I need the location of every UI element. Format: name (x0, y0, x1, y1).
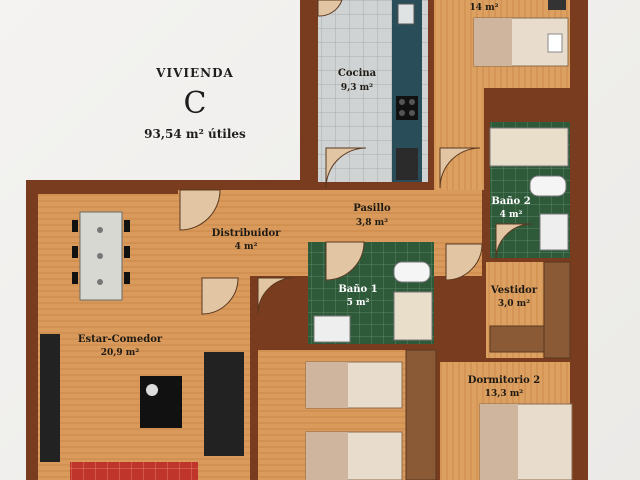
label-cocina: Cocina (338, 68, 377, 79)
label-bano1-area: 5 m² (347, 298, 370, 308)
label-pasillo: Pasillo (353, 203, 391, 214)
label-distribuidor: Distribuidor (212, 228, 282, 239)
label-vestidor-area: 3,0 m² (498, 299, 530, 309)
wardrobe-vestidor (543, 261, 571, 359)
label-vestidor: Vestidor (490, 285, 538, 296)
label-estar-area: 20,9 m² (101, 348, 140, 358)
label-bano2: Baño 2 (491, 196, 530, 207)
title-letter: C (183, 86, 207, 121)
bathtub-icon (489, 127, 569, 167)
label-dormitorio2: Dormitorio 2 (468, 375, 540, 386)
toilet-icon (393, 261, 431, 283)
title-block: VIVIENDA C 93,54 m² útiles (120, 60, 270, 141)
shower-icon (393, 291, 433, 341)
cooktop-icon (396, 96, 418, 120)
label-pasillo-area: 3,8 m² (356, 218, 388, 228)
coffee-table-icon (140, 376, 182, 428)
label-dormitorio2-area: 13,3 m² (485, 389, 524, 399)
title-area: 93,54 m² útiles (144, 127, 246, 141)
title-line1: VIVIENDA (156, 66, 234, 80)
label-bano2-area: 4 m² (500, 210, 523, 220)
sofa-icon (204, 352, 244, 456)
tv-unit-icon (40, 334, 60, 462)
label-cocina-area: 9,3 m² (341, 83, 373, 93)
label-estar: Estar-Comedor (78, 334, 163, 345)
terrace (70, 462, 198, 480)
washbasin-icon (313, 315, 351, 343)
label-bano1: Baño 1 (338, 284, 377, 295)
label-distribuidor-area: 4 m² (235, 242, 258, 252)
wardrobe-middle (405, 349, 437, 480)
sink-icon (397, 3, 415, 25)
fridge-icon (396, 148, 418, 180)
door-swings (179, 0, 533, 315)
label-dorm-top-area: 14 m² (469, 3, 498, 13)
